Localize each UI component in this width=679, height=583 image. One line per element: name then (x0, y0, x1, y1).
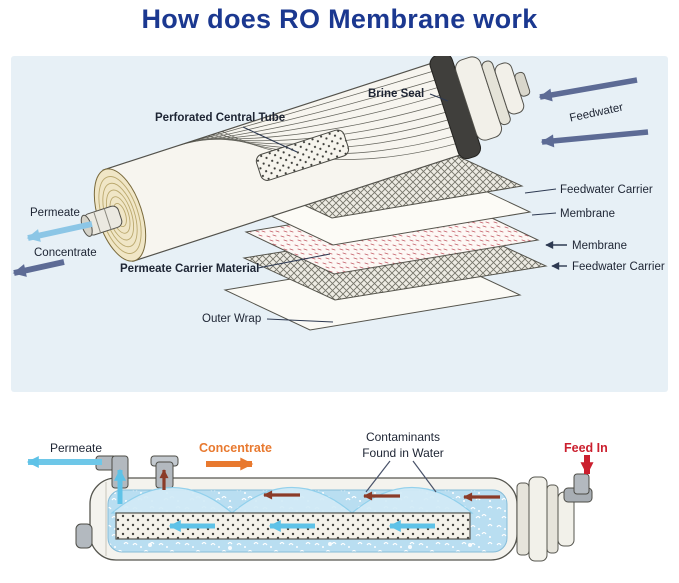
concentrate-arrow (12, 259, 65, 277)
feedwater-carrier-top-leader (524, 188, 557, 194)
brine-seal-leader (429, 93, 449, 102)
contaminants-label-line1: Contaminants (366, 430, 440, 444)
bottom-left-cap (75, 523, 93, 549)
perforated-central-tube (255, 129, 350, 181)
end-cap-ring-2 (528, 476, 548, 562)
feedwater-label: Feedwater (569, 102, 625, 125)
membrane-top-leader (531, 212, 557, 216)
feed-pipe (573, 473, 590, 495)
feedwater-carrier-bottom-label: Feedwater Carrier (572, 261, 665, 273)
brine-seal-label: Brine Seal (368, 88, 424, 100)
concentrate-label: Concentrate (34, 247, 97, 259)
exploded-view-diagram: Brine Seal Feedwater Perforated Central … (12, 56, 665, 331)
feed-in-label: Feed In (564, 441, 608, 455)
bubbles (148, 542, 472, 550)
exploded-view-panel: Brine Seal Feedwater Perforated Central … (11, 56, 668, 392)
membrane-cylinder (80, 56, 531, 263)
flow-view-diagram: Permeate Concentrate Contaminants Found … (26, 430, 608, 562)
end-cap-ring-3 (546, 484, 559, 554)
permeate-carrier-material-label: Permeate Carrier Material (120, 263, 259, 275)
perforated-central-tube-label: Perforated Central Tube (155, 112, 285, 124)
exploded-flow-arrows (12, 77, 649, 277)
outer-wrap-leader (266, 318, 334, 323)
leader-lines (242, 93, 567, 323)
end-cap-ring-1 (516, 482, 530, 556)
end-stub (514, 71, 531, 97)
concentrate-bottom-label: Concentrate (199, 441, 272, 455)
membrane-bottom-label: Membrane (572, 240, 627, 252)
feedwater-carrier-top-label: Feedwater Carrier (560, 184, 653, 196)
outer-wrap-label: Outer Wrap (202, 313, 261, 325)
page-title: How does RO Membrane work (141, 4, 538, 34)
feedwater-arrow-top (538, 77, 638, 102)
feedwater-arrow-bottom (540, 129, 649, 148)
membrane-waves (110, 487, 474, 514)
flow-view-panel: Permeate Concentrate Contaminants Found … (0, 415, 679, 583)
permeate-carrier-leader (257, 253, 331, 269)
contaminants-label-line2: Found in Water (362, 446, 444, 460)
stub-ring-lines (93, 208, 112, 234)
membrane-top-label: Membrane (560, 208, 615, 220)
permeate-arrow (26, 221, 93, 242)
contaminant-pointers (365, 460, 437, 493)
permeate-label: Permeate (30, 207, 80, 219)
perforated-tube-leader (242, 126, 298, 153)
permeate-bottom-label: Permeate (50, 441, 102, 455)
flow-arrows (26, 455, 594, 532)
